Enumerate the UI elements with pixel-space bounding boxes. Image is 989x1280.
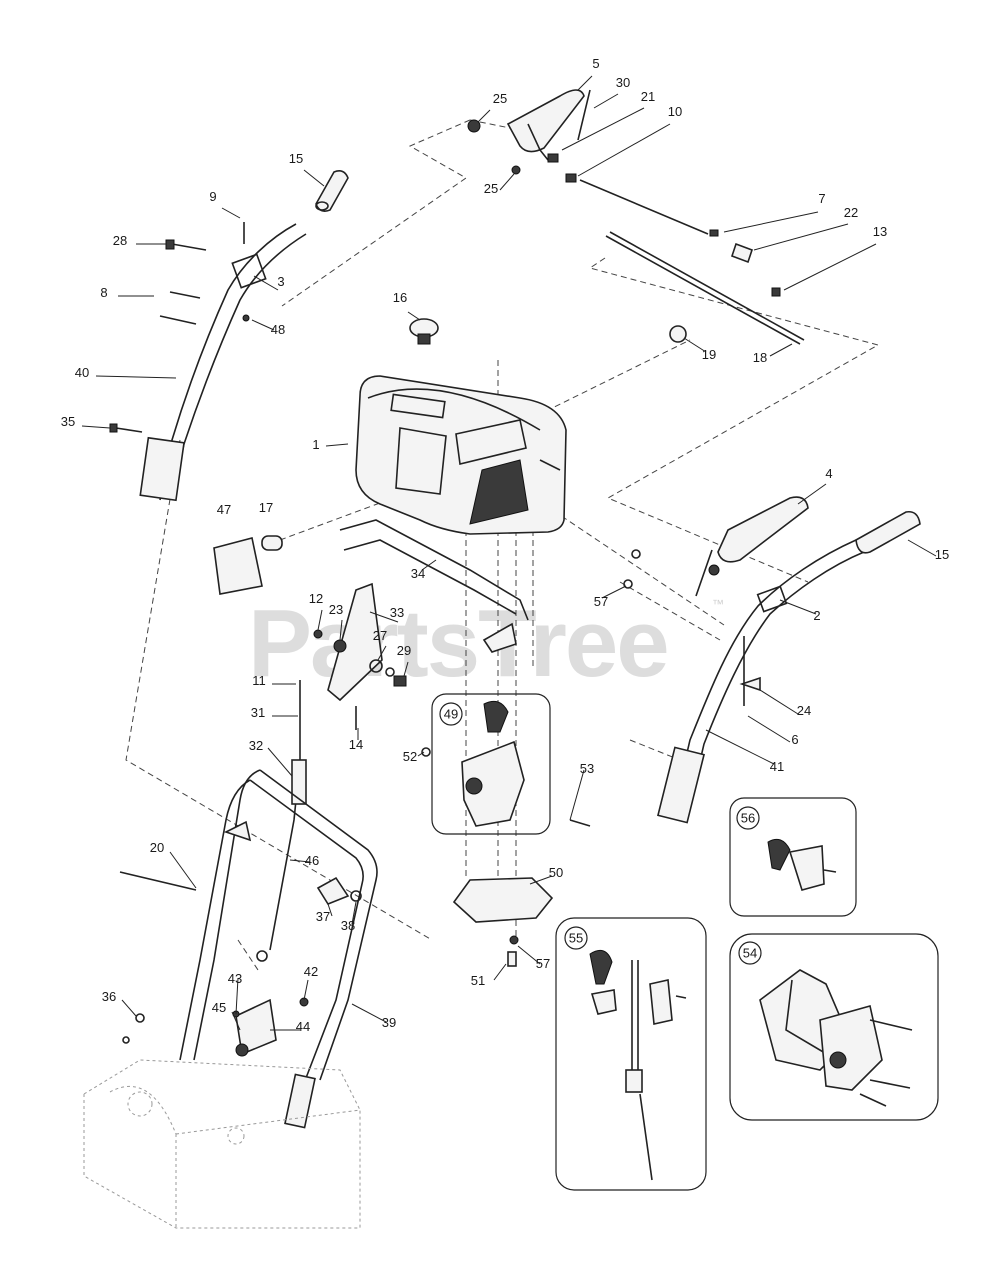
cable-31-32-46: [256, 680, 307, 962]
callout-54: 54: [738, 941, 762, 965]
dash-panel: [355, 375, 567, 535]
part-label-57: 57: [594, 594, 608, 609]
part-label-20: 20: [150, 840, 164, 855]
part-label-37: 37: [316, 909, 330, 924]
part-label-18: 18: [753, 350, 767, 365]
leader-lines: [81, 75, 937, 1031]
lower-handle: [119, 769, 378, 1129]
callout-label-56: 56: [741, 811, 755, 826]
part-label-24: 24: [797, 703, 811, 718]
lens-47: [213, 537, 263, 595]
part-label-30: 30: [616, 75, 630, 90]
inset-56: [729, 797, 857, 917]
part-label-15: 15: [289, 151, 303, 166]
part-label-17: 17: [259, 500, 273, 515]
inset-49: [421, 693, 591, 835]
callout-circle-49: [439, 702, 463, 726]
callout-circle-56: [736, 806, 760, 830]
part-label-51: 51: [471, 973, 485, 988]
part-label-29: 29: [397, 643, 411, 658]
callout-label-49: 49: [444, 707, 458, 722]
callout-label-55: 55: [569, 931, 583, 946]
part-label-34: 34: [411, 566, 425, 581]
plate-50: [452, 877, 554, 967]
assembly-callouts: 49 56 55 54: [439, 702, 762, 965]
part-label-19: 19: [702, 347, 716, 362]
callout-56: 56: [736, 806, 760, 830]
part-label-52: 52: [403, 749, 417, 764]
right-upper-handle: [657, 539, 865, 824]
part-label-14: 14: [349, 737, 363, 752]
part-label-46: 46: [305, 853, 319, 868]
part-label-35: 35: [61, 414, 75, 429]
part-label-12: 12: [309, 591, 323, 606]
shift-lever-top: [467, 89, 781, 297]
part-label-4: 4: [825, 466, 832, 481]
rod-34: [339, 519, 529, 653]
callout-circle-54: [738, 941, 762, 965]
part-label-38: 38: [341, 918, 355, 933]
part-label-2: 2: [813, 608, 820, 623]
left-upper-handle: [139, 223, 307, 502]
part-label-1: 1: [312, 437, 319, 452]
knob-19: [669, 325, 687, 343]
right-hardware: [623, 549, 761, 706]
part-label-53: 53: [580, 761, 594, 776]
part-label-28: 28: [113, 233, 127, 248]
bracket-33: [313, 582, 407, 730]
part-label-16: 16: [393, 290, 407, 305]
lever-4: [695, 496, 809, 597]
part-label-31: 31: [251, 705, 265, 720]
part-label-5: 5: [592, 56, 599, 71]
part-label-40: 40: [75, 365, 89, 380]
part-label-50: 50: [549, 865, 563, 880]
part-label-36: 36: [102, 989, 116, 1004]
part-label-23: 23: [329, 602, 343, 617]
watermark-trademark: ™: [712, 597, 724, 611]
cable-18: [605, 231, 805, 345]
knob-16: [409, 318, 439, 345]
part-label-27: 27: [373, 628, 387, 643]
part-label-8: 8: [100, 285, 107, 300]
bulb-17: [261, 535, 283, 551]
part-label-22: 22: [844, 205, 858, 220]
machine-body-sketch: [83, 1059, 361, 1229]
part-label-57: 57: [536, 956, 550, 971]
part-label-45: 45: [212, 1000, 226, 1015]
part-label-43: 43: [228, 971, 242, 986]
left-grip: [315, 170, 349, 212]
part-label-10: 10: [668, 104, 682, 119]
part-label-7: 7: [818, 191, 825, 206]
callout-55: 55: [564, 926, 588, 950]
part-label-3: 3: [277, 274, 284, 289]
part-label-39: 39: [382, 1015, 396, 1030]
inset-55: [555, 917, 707, 1191]
part-label-48: 48: [271, 322, 285, 337]
part-label-41: 41: [770, 759, 784, 774]
part-label-13: 13: [873, 224, 887, 239]
part-label-42: 42: [304, 964, 318, 979]
part-label-44: 44: [296, 1019, 310, 1034]
part-label-11: 11: [252, 673, 266, 688]
callout-circle-55: [564, 926, 588, 950]
part-label-6: 6: [791, 732, 798, 747]
part-label-9: 9: [209, 189, 216, 204]
part-label-33: 33: [390, 605, 404, 620]
part-label-32: 32: [249, 738, 263, 753]
watermark-text: PartsTree: [248, 590, 668, 697]
part-label-47: 47: [217, 502, 231, 517]
part-label-25: 25: [484, 181, 498, 196]
callout-49: 49: [439, 702, 463, 726]
part-label-21: 21: [641, 89, 655, 104]
inset-54: [729, 933, 939, 1121]
right-grip: [855, 510, 921, 554]
part-label-15: 15: [935, 547, 949, 562]
callout-label-54: 54: [743, 946, 757, 961]
part-label-25: 25: [493, 91, 507, 106]
